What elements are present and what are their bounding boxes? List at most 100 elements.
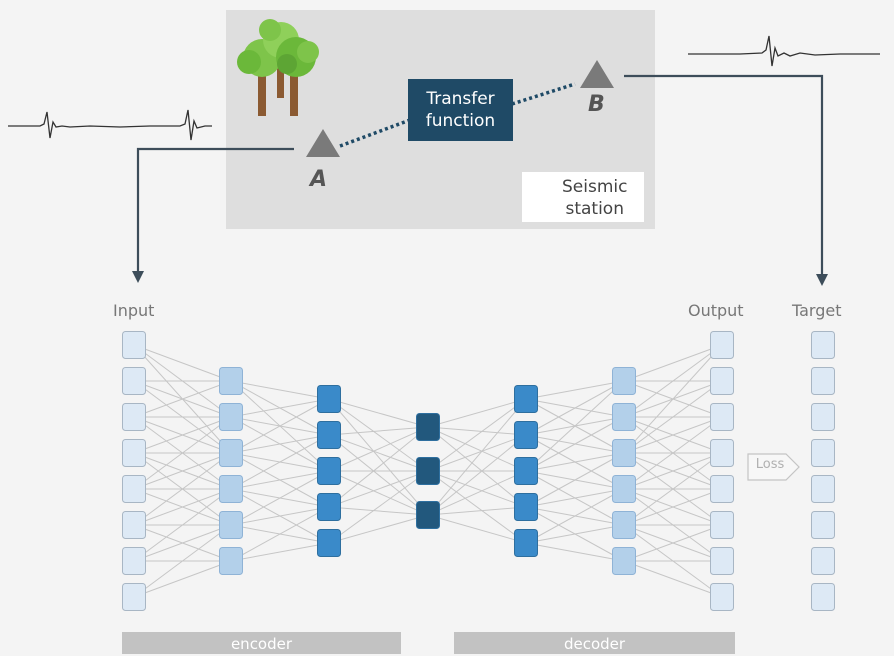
network-edge <box>133 452 232 526</box>
network-node <box>514 493 538 521</box>
loss-label: Loss <box>755 457 785 472</box>
target-node <box>811 367 835 395</box>
network-edge <box>230 398 330 418</box>
network-node <box>514 385 538 413</box>
network-edge <box>525 398 625 418</box>
network-edge <box>133 488 232 562</box>
network-node <box>514 529 538 557</box>
network-node <box>122 547 146 575</box>
network-edge <box>427 470 527 544</box>
network-edge <box>427 434 527 472</box>
network-edge <box>623 560 723 598</box>
network-node <box>612 547 636 575</box>
station-a-label: A <box>310 167 328 192</box>
network-edge <box>328 434 429 472</box>
network-edge <box>525 470 625 526</box>
target-node <box>811 547 835 575</box>
network-edge <box>427 398 527 472</box>
encoder-bar: encoder <box>122 632 401 654</box>
network-edge <box>328 398 429 472</box>
network-edge <box>525 398 625 454</box>
network-node <box>710 583 734 611</box>
network-node <box>317 421 341 449</box>
network-node <box>416 457 440 485</box>
network-node <box>122 475 146 503</box>
network-node <box>219 547 243 575</box>
legend-line1: Seismic <box>562 177 628 197</box>
network-edge <box>328 426 429 436</box>
path-a-to-box <box>339 118 411 148</box>
network-edge <box>328 470 429 516</box>
network-node <box>612 403 636 431</box>
network-node <box>416 501 440 529</box>
network-node <box>122 403 146 431</box>
network-edge <box>427 398 527 516</box>
network-node <box>710 331 734 359</box>
legend-line2: station <box>565 199 624 219</box>
network-edge <box>525 506 625 562</box>
network-edge <box>623 488 723 562</box>
network-node <box>219 511 243 539</box>
target-node <box>811 439 835 467</box>
network-edge <box>133 416 232 454</box>
network-edge <box>427 470 527 508</box>
network-edge <box>230 470 330 526</box>
network-node <box>612 511 636 539</box>
target-node <box>811 475 835 503</box>
network-edge <box>230 506 330 562</box>
network-node <box>710 367 734 395</box>
network-node <box>317 529 341 557</box>
legend-box: Seismic station <box>522 172 644 222</box>
network-edge <box>133 524 232 562</box>
network-edge <box>427 514 527 544</box>
network-edge <box>133 452 232 490</box>
network-edge <box>328 470 429 508</box>
network-node <box>122 331 146 359</box>
target-label: Target <box>792 301 842 320</box>
output-seismogram <box>688 35 880 67</box>
network-edge <box>525 434 625 490</box>
network-edge <box>328 470 429 544</box>
network-node <box>219 403 243 431</box>
network-node <box>612 475 636 503</box>
network-edge <box>427 426 527 508</box>
input-arrow <box>136 147 294 273</box>
network-node <box>317 493 341 521</box>
network-edge <box>623 524 723 598</box>
transfer-label-line2: function <box>425 111 496 131</box>
network-edge <box>230 380 330 400</box>
network-node <box>612 367 636 395</box>
station-b-icon <box>580 60 614 88</box>
network-edge <box>427 426 527 436</box>
target-node <box>811 583 835 611</box>
target-node <box>811 331 835 359</box>
network-edge <box>230 434 330 490</box>
input-arrow-head <box>132 271 144 283</box>
network-edge <box>328 434 429 516</box>
network-node <box>710 511 734 539</box>
network-edge <box>328 398 429 516</box>
network-node <box>710 403 734 431</box>
network-edge <box>427 426 527 472</box>
network-edge <box>427 398 527 428</box>
network-edge <box>525 506 625 526</box>
network-edge <box>328 426 429 472</box>
network-node <box>219 367 243 395</box>
network-edge <box>525 542 625 562</box>
network-edge <box>133 524 232 598</box>
network-edge <box>133 488 232 526</box>
target-node <box>811 403 835 431</box>
network-node <box>122 583 146 611</box>
network-node <box>219 475 243 503</box>
network-edge <box>328 426 429 508</box>
output-label: Output <box>688 301 744 320</box>
network-edge <box>623 488 723 526</box>
network-edge <box>133 344 232 382</box>
network-edge <box>623 524 723 562</box>
network-node <box>317 457 341 485</box>
network-node <box>514 421 538 449</box>
network-node <box>122 439 146 467</box>
target-arrow-head <box>816 274 828 286</box>
decoder-bar: decoder <box>454 632 735 654</box>
